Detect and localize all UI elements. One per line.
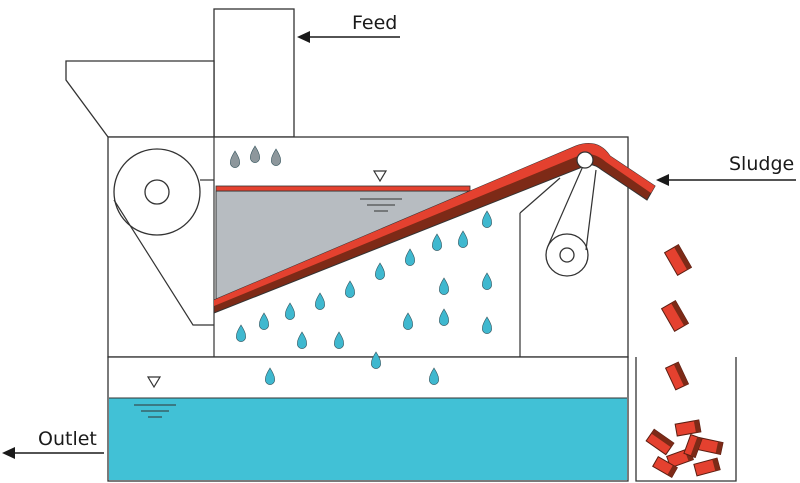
- filtrate-droplets: [236, 210, 492, 385]
- sludge-label-group: Sludge: [656, 153, 796, 186]
- sludge-chunk: [663, 244, 693, 276]
- sludge-chunk: [645, 428, 675, 456]
- droplet-icon: [458, 230, 468, 248]
- droplet-icon: [259, 312, 269, 330]
- droplet-icon: [482, 272, 492, 290]
- droplet-icon: [271, 148, 281, 166]
- droplet-icon: [285, 302, 295, 320]
- sludge-label: Sludge: [729, 153, 794, 175]
- droplet-icon: [439, 277, 449, 295]
- arrow-left-icon: [656, 174, 669, 186]
- droplet-icon: [429, 367, 439, 385]
- droplet-icon: [265, 367, 275, 385]
- feed-label: Feed: [352, 12, 397, 34]
- droplet-icon: [371, 351, 381, 369]
- droplet-icon: [432, 233, 442, 251]
- sludge-chunk: [693, 457, 721, 477]
- sludge-chunk: [674, 419, 702, 437]
- sludge-chunks: [645, 244, 724, 478]
- droplet-icon: [236, 324, 246, 342]
- water-level-triangle-icon: [134, 376, 176, 418]
- droplet-icon: [405, 248, 415, 266]
- right-pulley: [519, 165, 597, 277]
- droplet-icon: [403, 312, 413, 330]
- droplet-icon: [345, 280, 355, 298]
- droplet-icon: [315, 292, 325, 310]
- droplet-icon: [297, 331, 307, 349]
- droplet-icon: [334, 331, 344, 349]
- sludge-chunk: [683, 433, 703, 459]
- droplet-icon: [375, 262, 385, 280]
- outlet-label: Outlet: [38, 428, 97, 450]
- sludge-chunk: [660, 300, 690, 332]
- droplet-icon: [439, 308, 449, 326]
- pool-surface-line: [215, 185, 471, 192]
- sludge-belt: [213, 143, 656, 314]
- water-level-triangle-icon: [360, 170, 402, 212]
- droplet-icon: [230, 150, 240, 168]
- droplet-icon: [250, 145, 260, 163]
- collected-water: [109, 398, 627, 480]
- collection-tank: [107, 356, 629, 482]
- feed-droplets: [230, 145, 281, 168]
- outlet-label-group: Outlet: [2, 428, 104, 459]
- feed-hopper: [65, 8, 295, 138]
- left-drum: [113, 148, 214, 326]
- arrow-left-icon: [297, 31, 310, 43]
- sludge-chunk: [652, 456, 678, 478]
- droplet-icon: [482, 316, 492, 334]
- droplet-icon: [482, 210, 492, 228]
- feed-label-group: Feed: [297, 12, 400, 43]
- arrow-left-icon: [2, 447, 15, 459]
- sludge-chunk: [664, 361, 690, 391]
